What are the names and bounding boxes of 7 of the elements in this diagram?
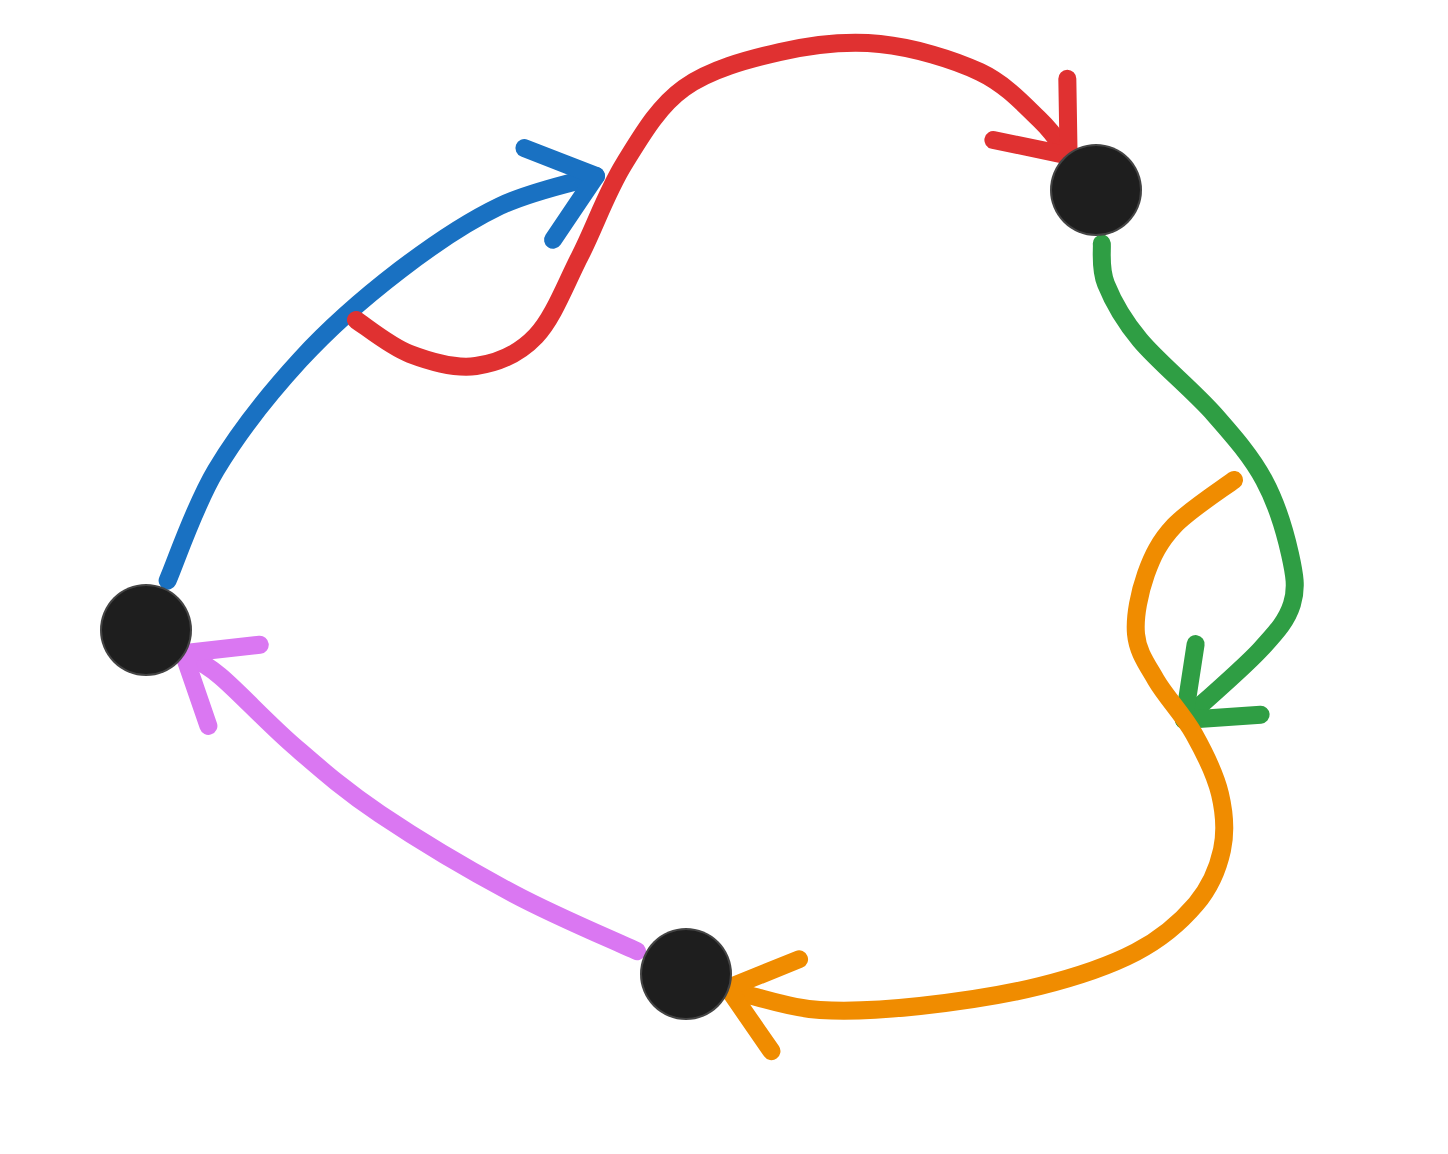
curved-arrow [174, 633, 646, 961]
node-dot [642, 930, 730, 1018]
curved-arrow [158, 137, 605, 590]
node-dot [1052, 146, 1140, 234]
curved-arrow [1092, 234, 1304, 729]
curved-arrow [347, 33, 1079, 376]
node-dot [102, 586, 190, 674]
